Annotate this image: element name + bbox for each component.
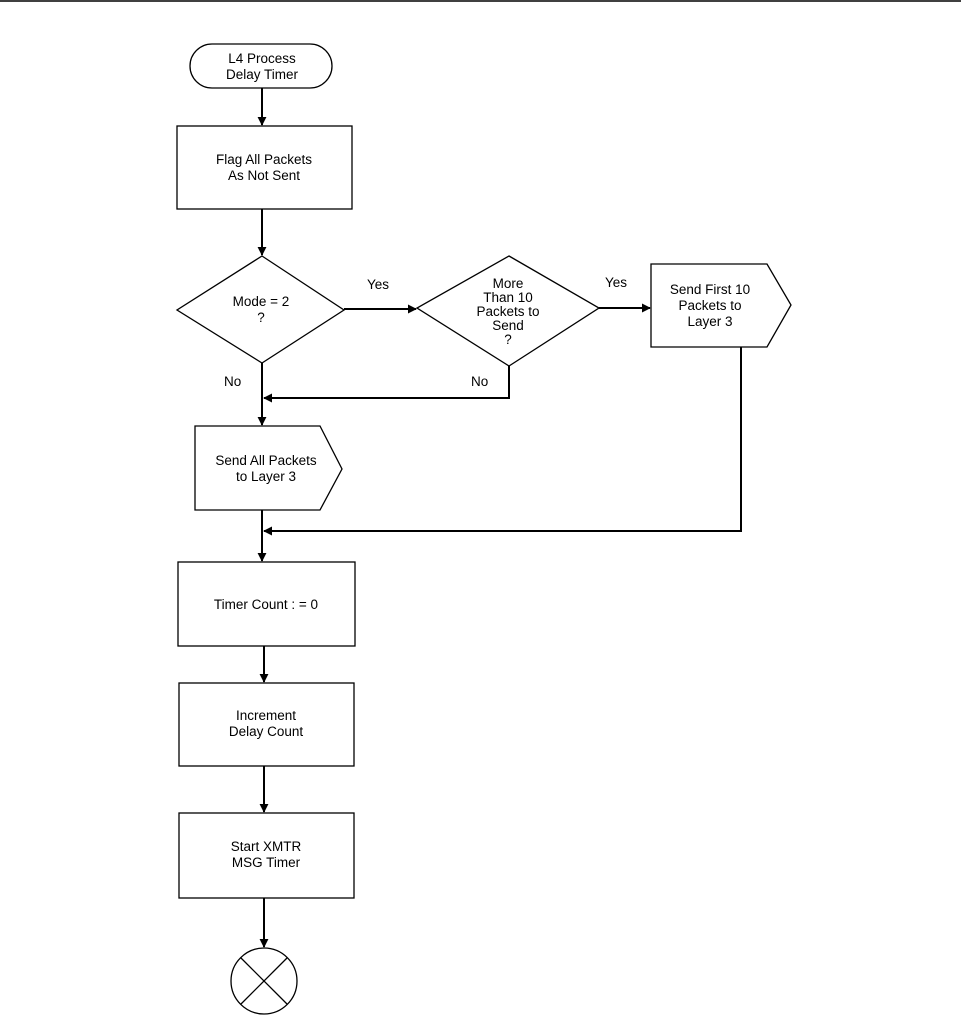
start-xmtr-label-1: Start XMTR (231, 839, 302, 854)
end-connector (230, 947, 298, 1015)
increment-label-2: Delay Count (229, 724, 304, 739)
timer-count-process: Timer Count : = 0 (177, 561, 356, 647)
send-all-label-2: to Layer 3 (236, 469, 296, 484)
increment-delay-process: Increment Delay Count (178, 682, 355, 767)
edge-label-more-yes: Yes (605, 275, 627, 290)
more-label-2: Than 10 (483, 290, 533, 305)
send-first-10-output: Send First 10 Packets to Layer 3 (650, 263, 792, 348)
increment-label-1: Increment (236, 708, 296, 723)
start-xmtr-label-2: MSG Timer (232, 855, 301, 870)
mode-label-1: Mode = 2 (233, 294, 290, 309)
start-label-2: Delay Timer (226, 67, 299, 82)
connectors (257, 88, 742, 948)
edge-more-no-merge (263, 366, 510, 403)
timer-count-label: Timer Count : = 0 (214, 597, 318, 612)
more-than-10-decision: More Than 10 Packets to Send ? (415, 255, 601, 367)
send-all-label-1: Send All Packets (215, 453, 317, 468)
flag-packets-label-2: As Not Sent (228, 168, 300, 183)
more-label-3: Packets to (476, 304, 539, 319)
mode-decision: Mode = 2 ? (175, 255, 346, 364)
start-label-1: L4 Process (228, 51, 296, 66)
edge-label-mode-no: No (224, 374, 241, 389)
send-first-label-3: Layer 3 (687, 314, 732, 329)
edge-label-mode-yes: Yes (367, 277, 389, 292)
more-label-4: Send (492, 318, 524, 333)
flag-packets-label-1: Flag All Packets (216, 152, 312, 167)
send-first-label-2: Packets to (678, 298, 741, 313)
send-first-label-1: Send First 10 (670, 282, 750, 297)
edge-label-more-no: No (471, 374, 488, 389)
send-all-output: Send All Packets to Layer 3 (194, 425, 343, 511)
more-label-5: ? (504, 332, 512, 347)
more-label-1: More (493, 276, 524, 291)
start-xmtr-process: Start XMTR MSG Timer (178, 812, 355, 899)
edge-send-first-merge (263, 347, 742, 536)
mode-label-2: ? (257, 310, 265, 325)
start-terminator: L4 Process Delay Timer (189, 43, 333, 89)
flag-packets-process: Flag All Packets As Not Sent (176, 125, 353, 210)
